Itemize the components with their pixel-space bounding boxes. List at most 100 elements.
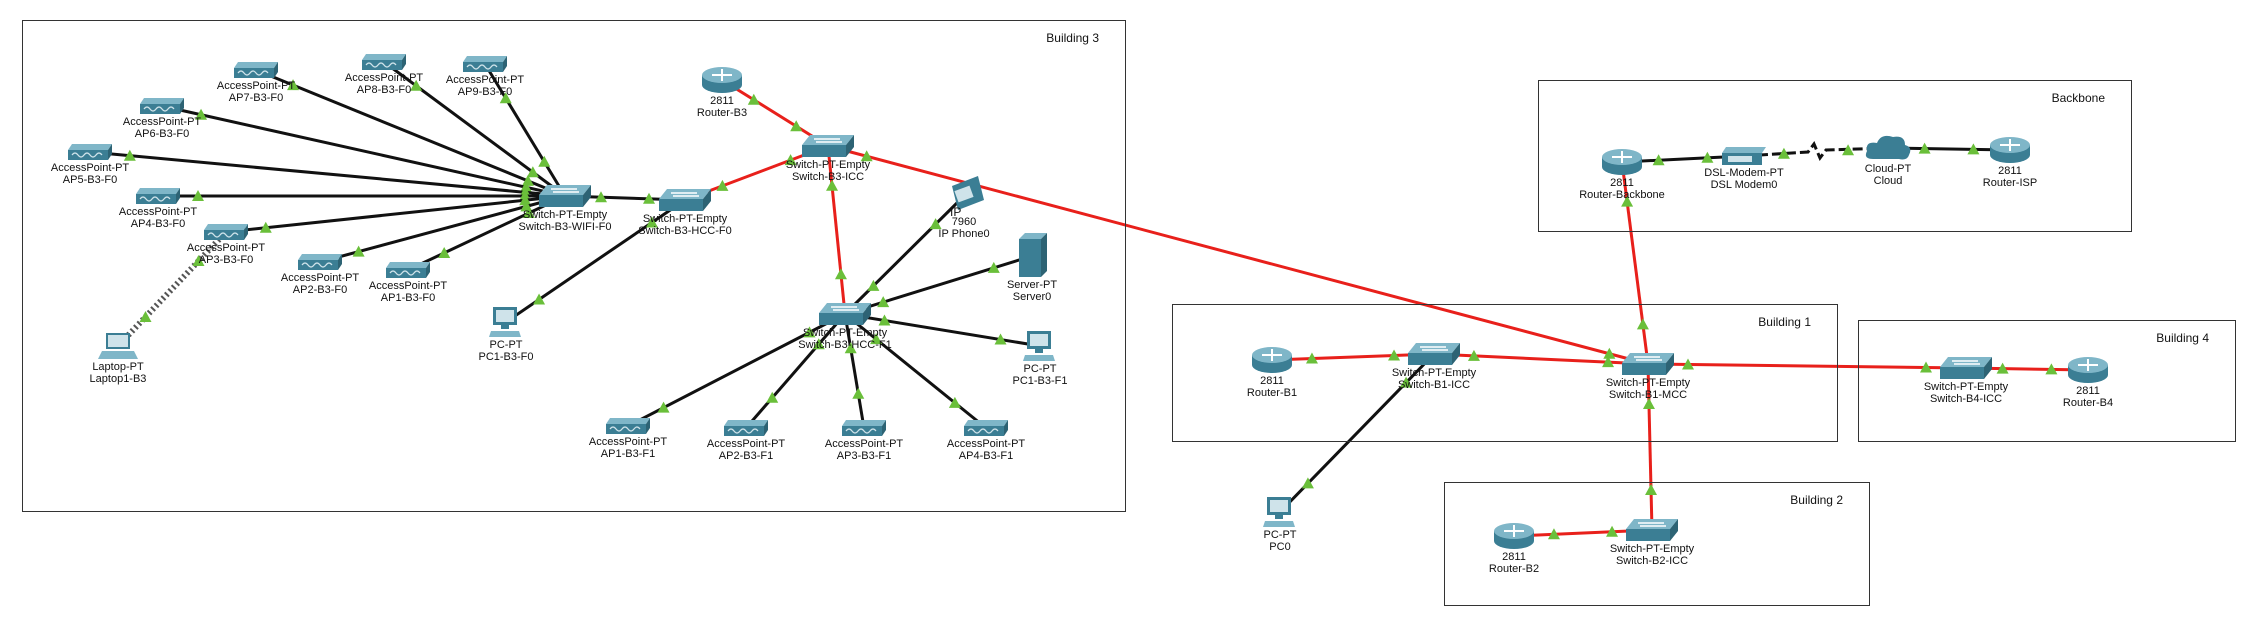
link-sw_b1_mcc-sw_b4_icc	[1647, 358, 1967, 373]
device-label-line2: AP1-B3-F1	[600, 448, 656, 460]
port-indicator	[1645, 484, 1658, 496]
link-sw_b1_icc-pc0	[1278, 352, 1436, 514]
port-indicator	[1301, 477, 1314, 489]
port-indicator	[867, 279, 880, 291]
link-router_b1-sw_b1_icc	[1271, 349, 1435, 364]
switch-icon	[785, 301, 905, 327]
device-label-line2: Laptop1-B3	[89, 373, 147, 385]
link-sw_b3_hcc_f1-ap3_f1	[843, 313, 866, 429]
device-label-line2: AP9-B3-F0	[457, 86, 513, 98]
port-indicator	[878, 314, 891, 326]
switch-icon	[1906, 355, 2026, 381]
device-label-line1: Switch-PT-Empty	[802, 327, 888, 339]
switch-icon	[505, 183, 625, 209]
device-label-line1: PC-PT	[1263, 529, 1297, 541]
port-indicator	[812, 338, 825, 350]
port-indicator	[929, 218, 942, 230]
device-label-line1: 2811	[1502, 551, 1526, 563]
router-icon	[662, 65, 782, 95]
link-sw_b3_wifi-ap6	[161, 104, 566, 198]
device-label-line2: AP3-B3-F0	[198, 254, 254, 266]
device-label-line2: Cloud	[1873, 175, 1903, 187]
svg-text:IP: IP	[950, 205, 961, 216]
device-label-line1: Switch-PT-Empty	[1609, 543, 1695, 555]
area-building-2: Building 2	[1444, 482, 1870, 606]
device-label-line2: Switch-B1-MCC	[1608, 389, 1688, 401]
device-label-line1: 2811	[1610, 177, 1634, 189]
port-indicator	[1603, 347, 1616, 359]
area-building-3: Building 3	[22, 20, 1126, 512]
device-label-line1: PC-PT	[1023, 363, 1057, 375]
switch-icon	[625, 187, 745, 213]
laptop-icon	[58, 331, 178, 361]
switch-icon	[1592, 517, 1712, 543]
port-indicator	[1967, 143, 1980, 155]
port-indicator	[139, 310, 152, 322]
link-sw_b1_mcc-sw_b2_icc	[1642, 363, 1658, 531]
device-label-line1: AccessPoint-PT	[186, 242, 266, 254]
device-label-line2: AP6-B3-F0	[134, 128, 190, 140]
device-label-line1: DSL-Modem-PT	[1704, 167, 1784, 179]
cloud-icon	[1828, 133, 1948, 163]
port-indicator	[834, 268, 847, 280]
device-label-line2: Server0	[1012, 291, 1052, 303]
device-label-line1: Switch-PT-Empty	[1923, 381, 2009, 393]
ap-icon	[166, 222, 286, 242]
device-label-line1: AccessPoint-PT	[344, 72, 424, 84]
pc-icon	[446, 305, 566, 339]
device-label-line2: Switch-B4-ICC	[1929, 393, 2003, 405]
link-sw_b3_wifi-ap9	[483, 63, 567, 197]
device-label-line1: AccessPoint-PT	[122, 116, 202, 128]
link-sw_b3_hcc_f1-ap1_f1	[627, 312, 846, 428]
device-label-line1: AccessPoint-PT	[588, 436, 668, 448]
phone-icon: IP	[904, 176, 1024, 219]
port-indicator	[645, 216, 658, 228]
port-indicator	[803, 326, 816, 338]
pc-icon	[980, 329, 1100, 363]
area-building-4: Building 4	[1858, 320, 2236, 442]
port-indicator	[1842, 144, 1855, 156]
device-label-line1: 2811	[1998, 165, 2022, 177]
device-label-line1: AccessPoint-PT	[216, 80, 296, 92]
ap-icon	[30, 142, 150, 162]
port-indicator	[1996, 362, 2009, 374]
port-indicator	[1388, 349, 1401, 361]
